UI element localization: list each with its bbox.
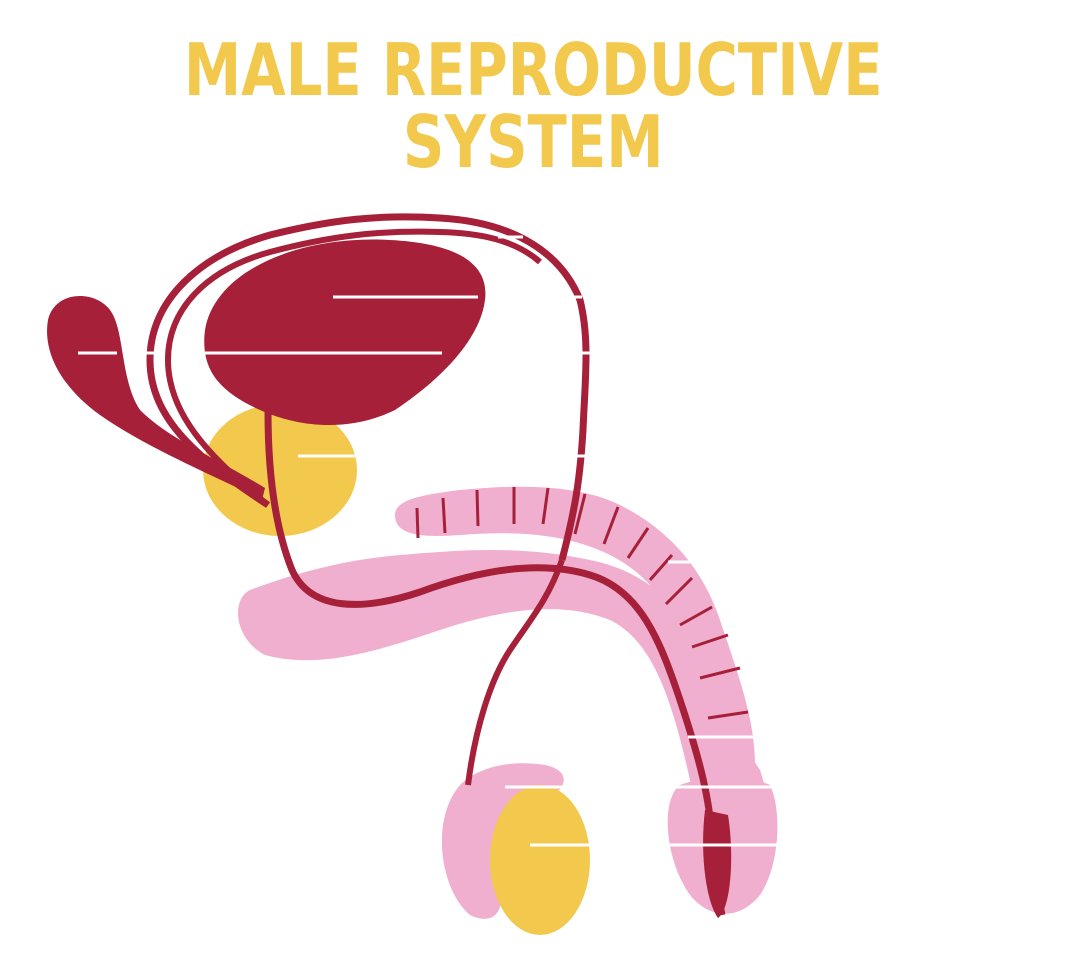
corpus-spongiosum — [238, 550, 772, 870]
bladder — [204, 239, 486, 426]
spermatic-cord — [465, 559, 565, 786]
corpus-cavernosum — [395, 486, 755, 772]
cavernosum-ridges — [415, 487, 749, 720]
vas-deferens — [164, 228, 542, 508]
prostate-gland — [203, 404, 357, 536]
ureter — [146, 213, 590, 561]
seminal-vesicle — [47, 296, 266, 500]
testis — [490, 785, 590, 935]
urethral-opening — [703, 810, 732, 918]
diagram-title: MALE REPRODUCTIVE SYSTEM — [183, 28, 883, 184]
